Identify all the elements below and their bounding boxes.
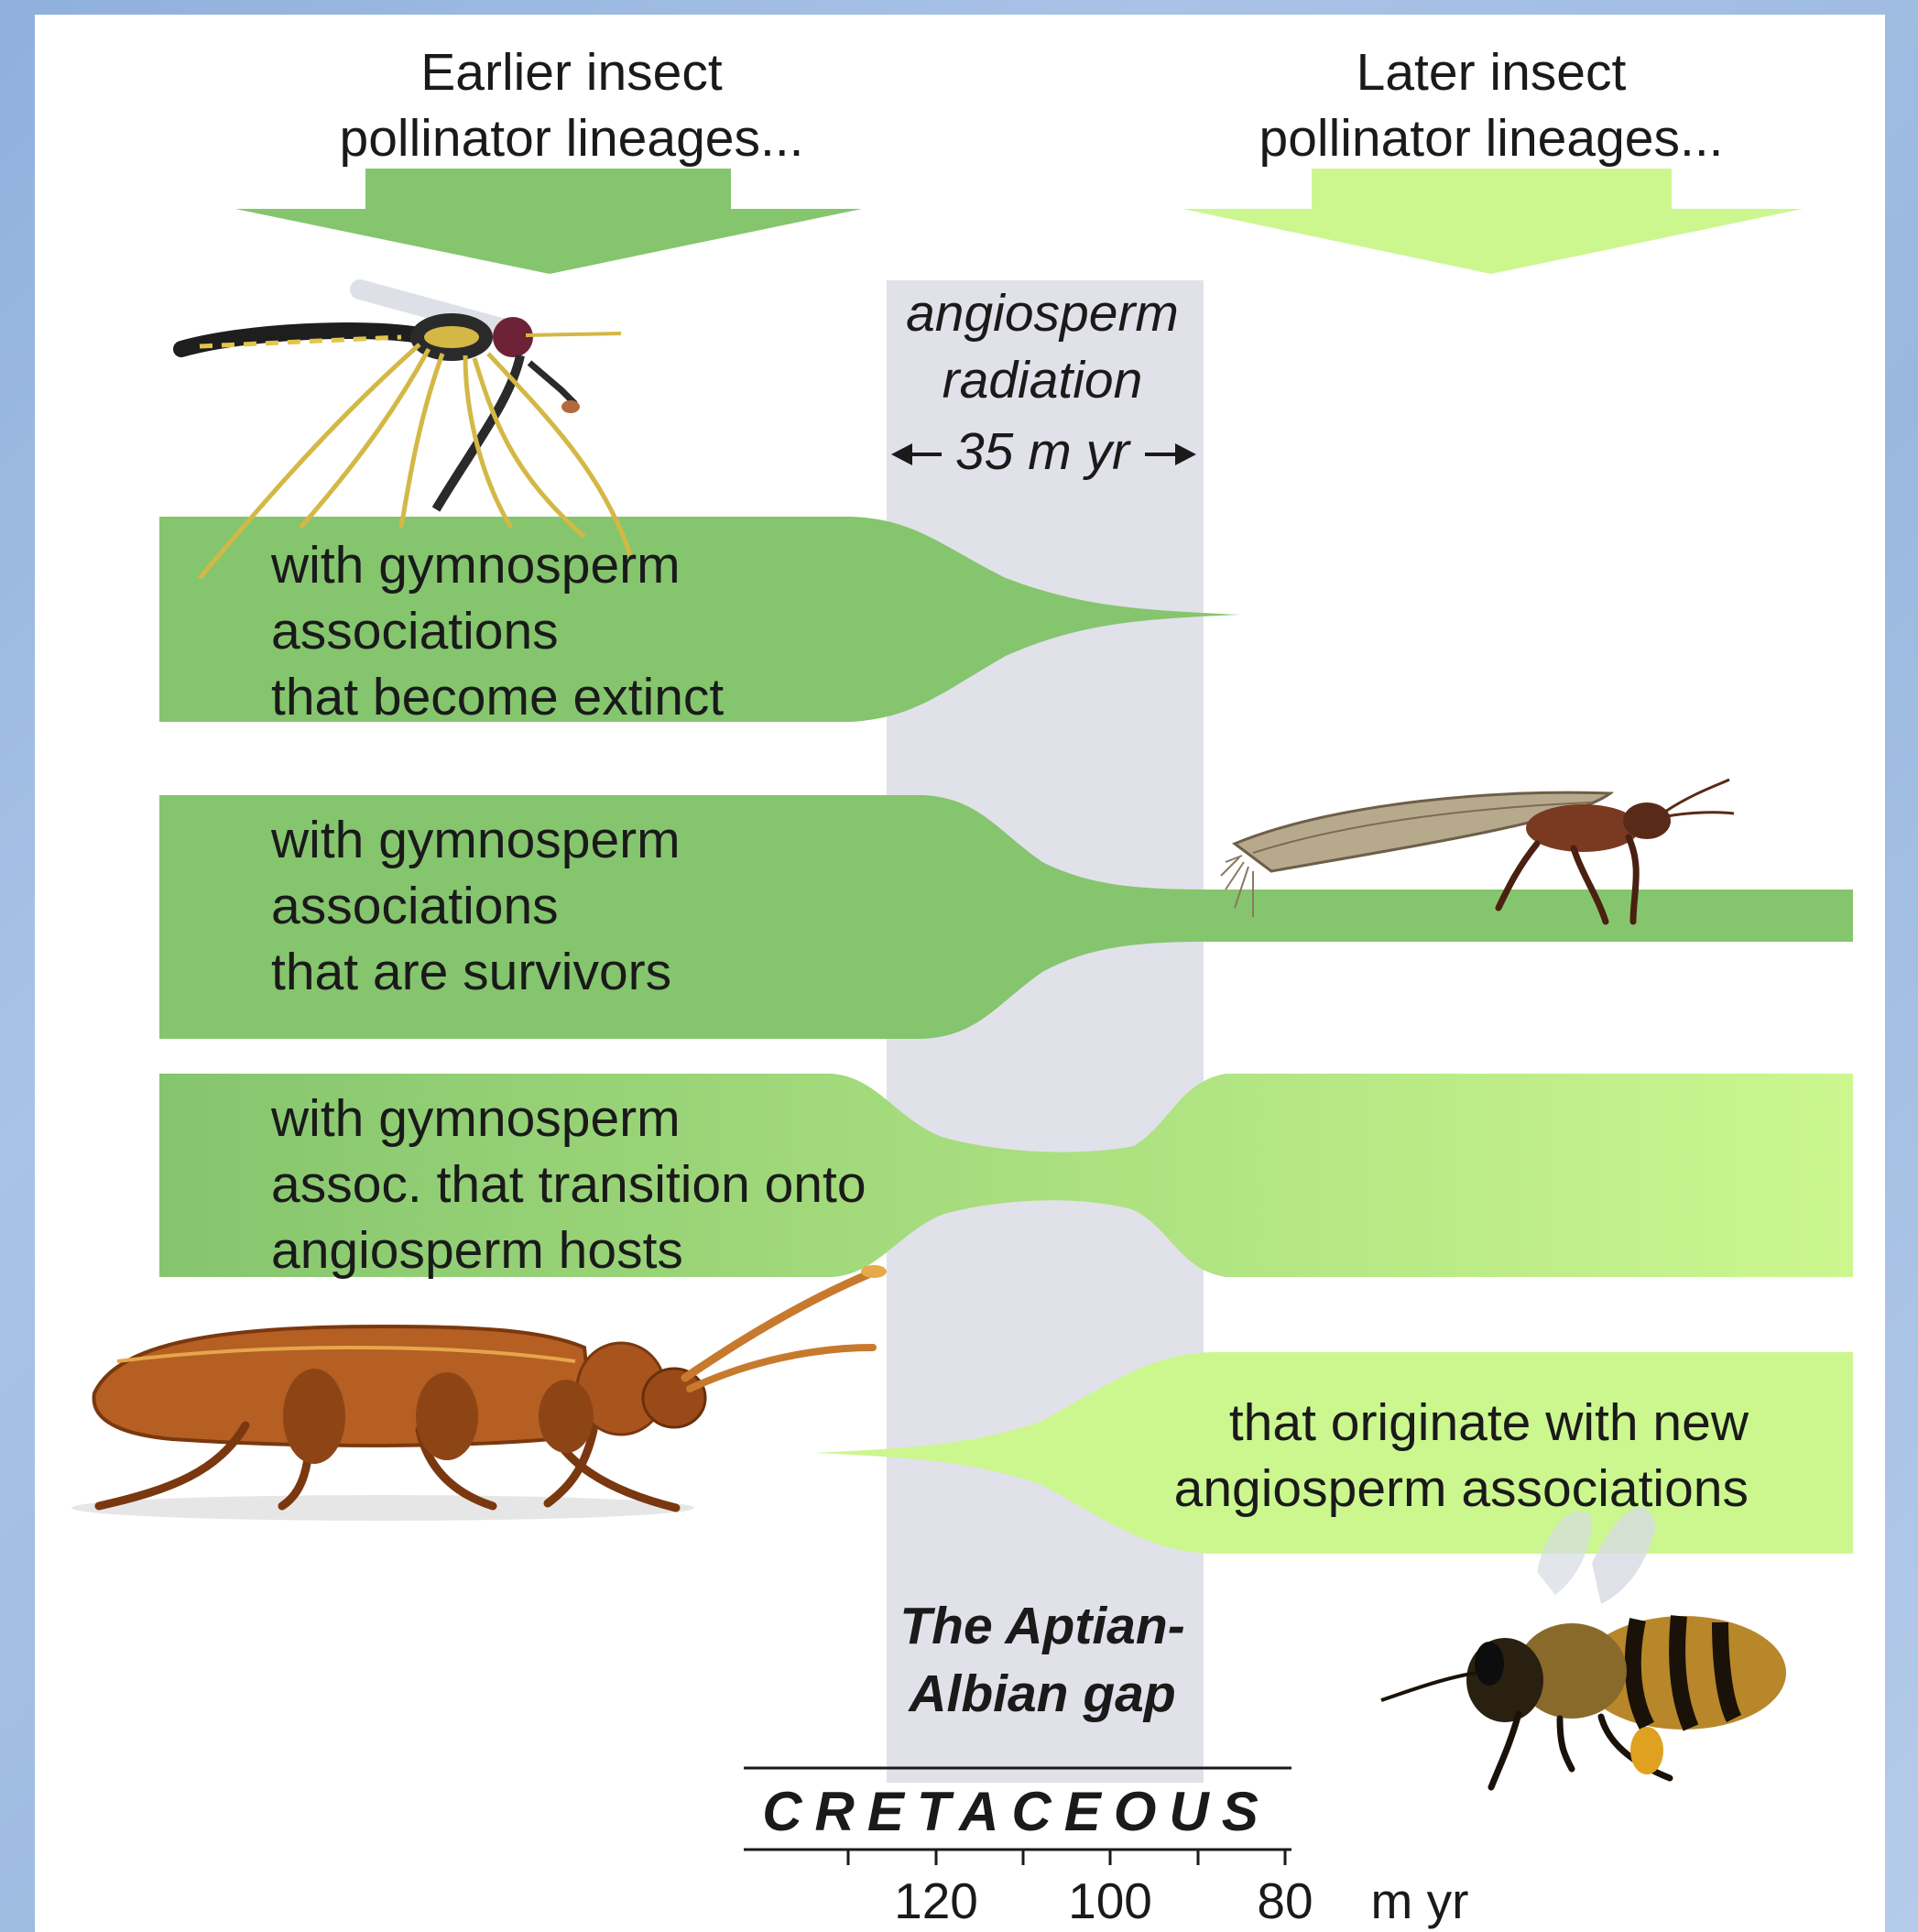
tick-120: 120 [894, 1872, 978, 1929]
duration-arrow [891, 443, 1196, 465]
band3-line2: assoc. that transition onto [271, 1155, 866, 1214]
band3-line1: with gymnosperm [270, 1089, 681, 1148]
timescale-unit: m yr [1371, 1872, 1469, 1929]
right-header-line2: pollinator lineages... [1259, 109, 1724, 168]
gap-title-line1: The Aptian- [899, 1597, 1184, 1655]
band3-line3: angiosperm hosts [271, 1221, 683, 1280]
band-new-origin [813, 1352, 1853, 1554]
pollinator-diagram: Earlier insect pollinator lineages... La… [71, 43, 1853, 1929]
gap-label-line1: angiosperm [906, 284, 1179, 343]
tick-100: 100 [1068, 1872, 1152, 1929]
gap-title-line2: Albian gap [907, 1665, 1175, 1723]
scorpionfly-icon [173, 279, 633, 580]
later-arrow [1182, 169, 1803, 274]
band-survivors [159, 795, 1853, 1039]
band1-line1: with gymnosperm [270, 536, 681, 595]
band2-line1: with gymnosperm [270, 811, 681, 869]
left-header-line1: Earlier insect [420, 43, 723, 102]
band2-line2: associations [271, 877, 559, 935]
band1-line2: associations [271, 602, 559, 660]
scorpionfly-thrips-icon [1220, 778, 1735, 925]
left-header-line2: pollinator lineages... [340, 109, 804, 168]
earlier-arrow [235, 169, 862, 274]
gap-label-line2: radiation [943, 351, 1143, 409]
band4-line2: angiosperm associations [1174, 1459, 1749, 1518]
band2-line3: that are survivors [271, 943, 671, 1001]
band-transition [159, 1074, 1853, 1277]
tick-80: 80 [1257, 1872, 1313, 1929]
band1-line3: that become extinct [271, 668, 724, 726]
timescale [744, 1766, 1291, 1865]
band-extinct [159, 517, 1239, 722]
figure-panel: Earlier insect pollinator lineages... La… [35, 15, 1885, 1932]
beetle-icon [71, 1265, 887, 1521]
honeybee-icon [1380, 1507, 1786, 1791]
duration-label: 35 m yr [955, 422, 1131, 481]
band4-line1: that originate with new [1229, 1393, 1749, 1452]
period-label: CRETACEOUS [762, 1781, 1271, 1842]
right-header-line1: Later insect [1357, 43, 1627, 102]
